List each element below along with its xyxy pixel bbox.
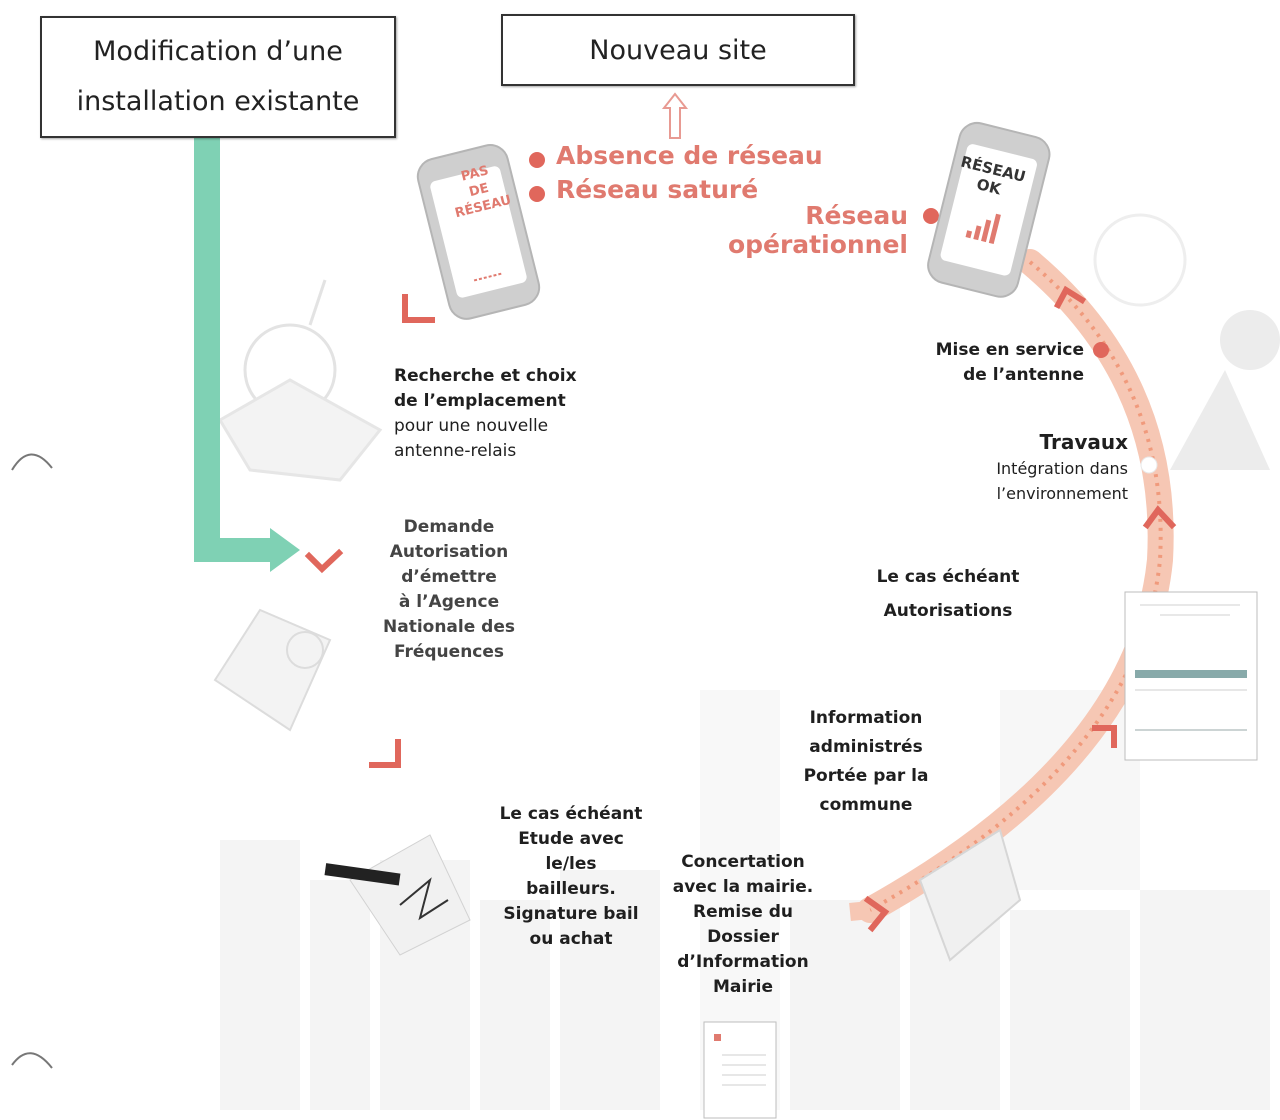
chevron-icon: [1142, 505, 1177, 530]
chevrons: [304, 285, 1177, 933]
step-anfr-line1: Demande: [403, 517, 495, 537]
existing-installation-box: Modification d’une installation existant…: [40, 16, 396, 138]
step-auth-line2: Autorisations: [883, 601, 1013, 621]
service-dot: [1093, 342, 1109, 358]
step-search-sub2: antenne-relais: [394, 441, 517, 461]
step-service-line2: de l’antenne: [963, 365, 1084, 385]
step-lease-line1: Le cas échéant: [499, 804, 643, 824]
step-concert-line5: d’Information: [677, 952, 809, 972]
step-concert-line4: Dossier: [707, 927, 779, 947]
step-search: Recherche et choix de l’emplacement pour…: [394, 364, 634, 464]
magnifier-sketch-icon: [217, 279, 383, 482]
step-works-title: Travaux: [1039, 430, 1128, 454]
step-concert-line3: Remise du: [693, 902, 793, 922]
chevron-down-icon: [304, 548, 344, 574]
step-anfr-line5: Nationale des: [383, 617, 515, 637]
existing-box-line2: installation existante: [76, 86, 360, 117]
step-lease-line5: Signature bail: [503, 904, 639, 924]
existing-box-line1: Modification d’une: [93, 36, 343, 67]
step-search-title2: de l’emplacement: [394, 391, 566, 411]
step-authorisations: Le cas échéant Autorisations: [872, 560, 1024, 628]
stamp-sketch-icon: [213, 608, 332, 732]
step-lease: Le cas échéant Etude avec le/les bailleu…: [496, 802, 646, 952]
step-information: Information administrés Portée par la co…: [796, 704, 936, 820]
step-concertation: Concertation avec la mairie. Remise du D…: [670, 850, 816, 1000]
status-operational: Réseau opérationnel: [700, 201, 908, 259]
document-icon: [1124, 591, 1258, 761]
status-dot: [529, 186, 545, 202]
step-lease-line4: bailleurs.: [526, 879, 616, 899]
step-lease-line2: Etude avec: [518, 829, 624, 849]
step-info-line3: Portée par la: [803, 766, 929, 786]
new-site-box: Nouveau site: [501, 14, 855, 86]
folder-sketch-icon: [918, 828, 1022, 962]
chevron-icon: [1053, 285, 1087, 310]
step-info-line4: commune: [819, 795, 913, 815]
step-lease-line3: le/les: [545, 854, 597, 874]
chevron-icon: [1092, 725, 1117, 748]
status-saturated: Réseau saturé: [556, 175, 759, 204]
step-anfr-line2: Autorisation: [389, 542, 509, 562]
step-service: Mise en service de l’antenne: [900, 338, 1084, 388]
tree-sketch-icon: [1093, 213, 1280, 470]
corner-arc-icon: [11, 453, 53, 1069]
phone-no-network-icon: [416, 144, 541, 320]
step-concert-line6: Mairie: [713, 977, 773, 997]
step-search-sub1: pour une nouvelle: [394, 416, 549, 436]
status-no-network: Absence de réseau: [556, 141, 823, 170]
step-search-title1: Recherche et choix: [394, 366, 577, 386]
step-lease-line6: ou achat: [529, 929, 613, 949]
up-arrow-icon: [661, 92, 689, 139]
step-info-line2: administrés: [809, 737, 923, 757]
step-anfr-line6: Fréquences: [393, 642, 505, 662]
step-works-sub1: Intégration dans: [996, 459, 1128, 478]
status-operational-line2: opérationnel: [727, 230, 908, 259]
phone-network-ok-icon: [927, 121, 1051, 298]
status-dot: [923, 208, 939, 224]
chevron-icon: [863, 895, 890, 933]
modification-arrow: [194, 134, 300, 572]
chevron-corner-icon: [369, 739, 401, 768]
works-dot: [1140, 456, 1158, 474]
step-concert-line2: avec la mairie.: [672, 877, 814, 897]
status-dot: [529, 152, 545, 168]
step-service-line1: Mise en service: [935, 340, 1084, 360]
pen-signature-icon: [324, 834, 471, 956]
step-works: Travaux Intégration dans l’environnement: [940, 428, 1128, 506]
step-anfr: Demande Autorisation d’émettre à l’Agenc…: [370, 515, 528, 665]
step-info-line1: Information: [809, 708, 923, 728]
dossier-icon: [703, 1021, 777, 1119]
status-operational-line1: Réseau: [805, 201, 908, 230]
step-auth-line1: Le cas échéant: [876, 567, 1020, 587]
signal-bars-icon: [965, 213, 1001, 245]
step-works-sub2: l’environnement: [996, 484, 1128, 503]
progress-arc: [849, 249, 1174, 923]
step-concert-line1: Concertation: [681, 852, 805, 872]
chevron-corner-icon: [402, 294, 435, 323]
step-anfr-line4: à l’Agence: [398, 592, 500, 612]
step-anfr-line3: d’émettre: [401, 567, 497, 587]
